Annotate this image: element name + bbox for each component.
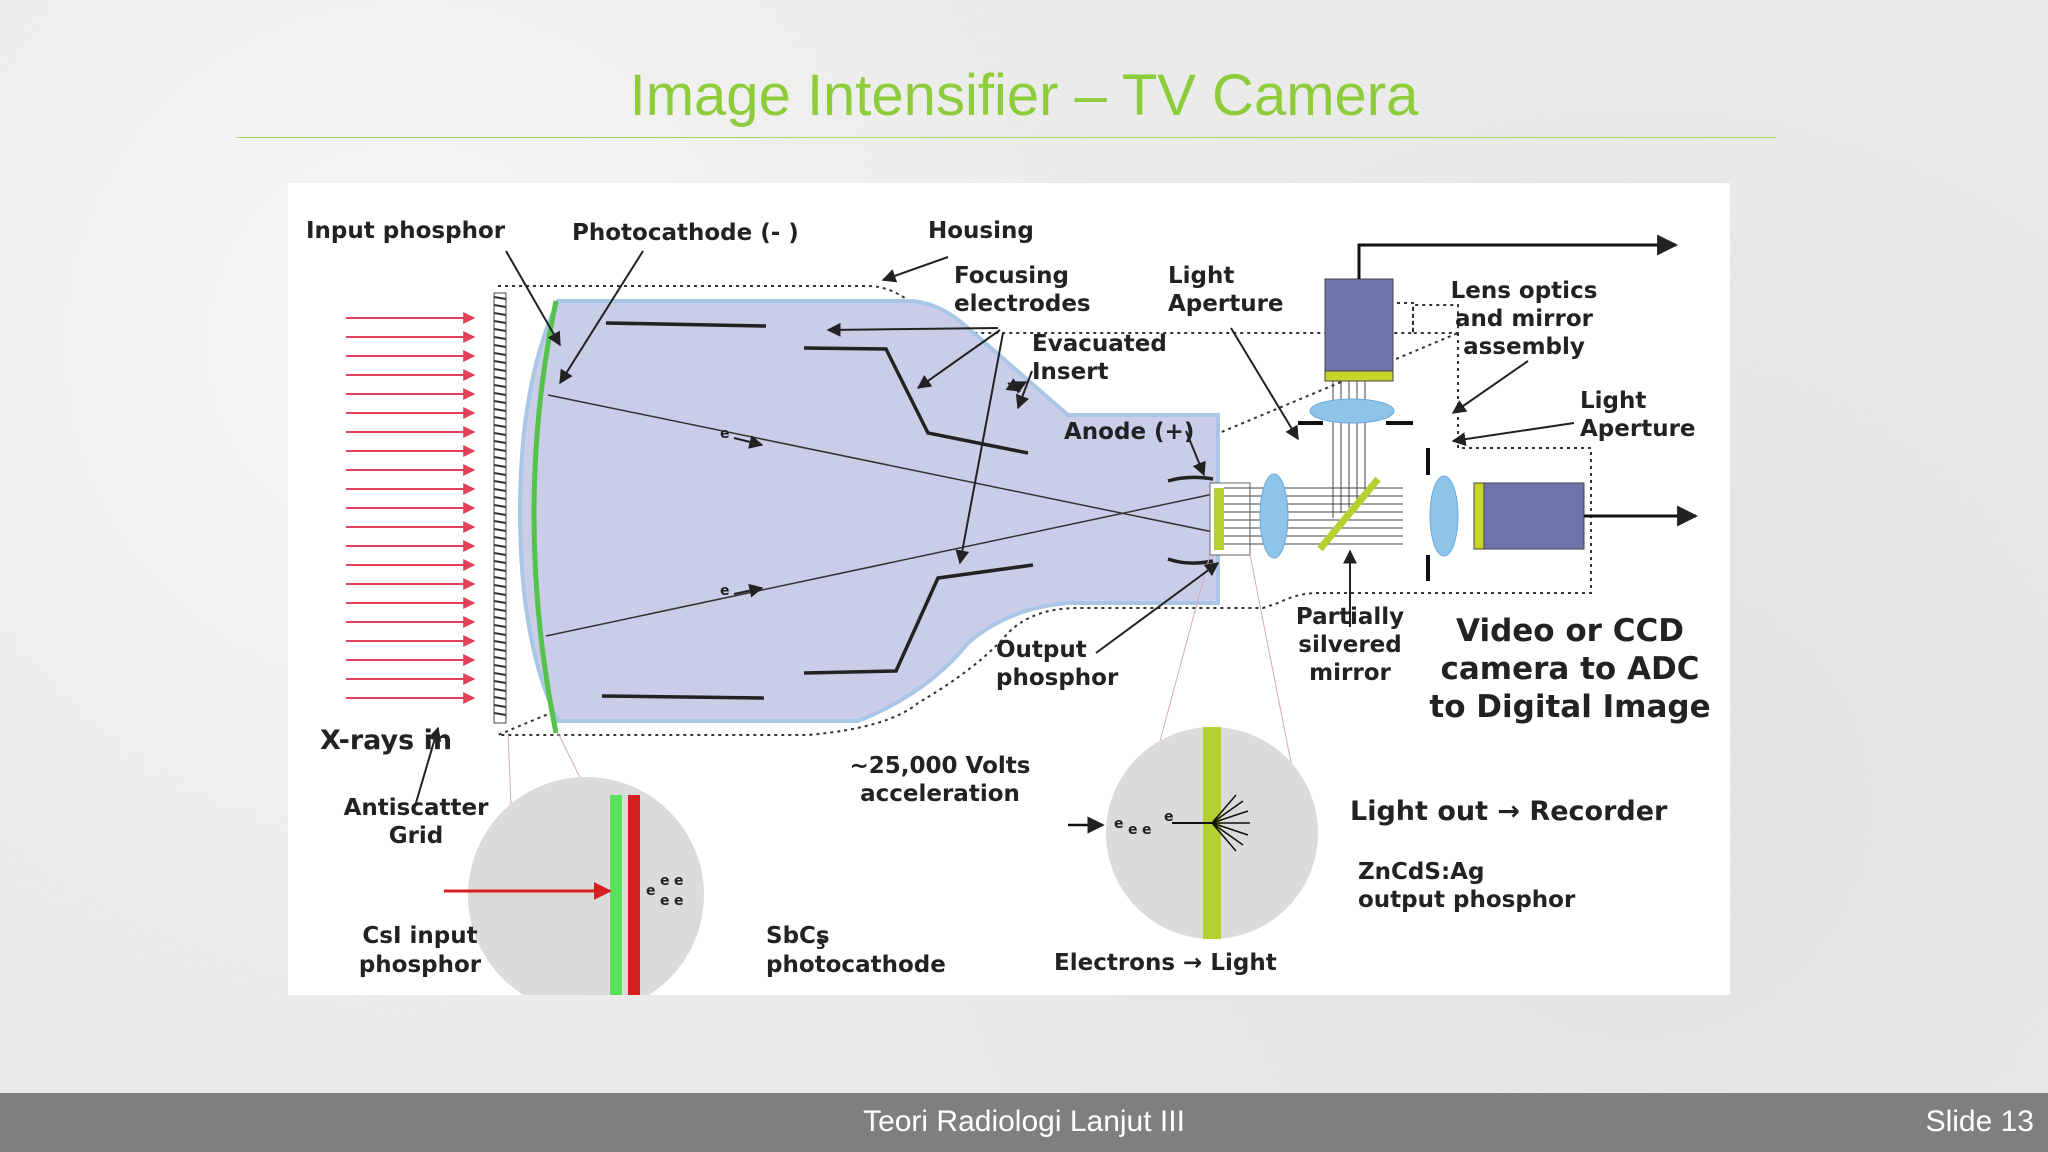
electron-label-2: e	[720, 583, 730, 599]
antiscatter-grid	[493, 292, 507, 724]
label-csi-2: phosphor	[359, 952, 482, 978]
label-anode: Anode (+)	[1064, 419, 1194, 445]
electron-mag-8: e	[1142, 822, 1152, 838]
electron-mag-6: e	[1114, 816, 1124, 832]
label-focusing-2: electrodes	[954, 291, 1091, 317]
label-sbcs-2: photocathode	[766, 952, 946, 978]
label-light-aperture-2a: Light	[1580, 388, 1646, 414]
electron-label-1: e	[720, 426, 730, 442]
label-evacuated-2: Insert	[1032, 359, 1109, 385]
label-light-aperture-1b: Aperture	[1168, 291, 1284, 317]
label-video-1: Video or CCD	[1456, 613, 1684, 649]
label-volts-1: ~25,000 Volts	[850, 753, 1031, 779]
label-evacuated-1: Evacuated	[1032, 331, 1167, 357]
electron-mag-9: e	[1164, 809, 1174, 825]
anode	[1167, 475, 1214, 565]
tv-camera-right	[1473, 482, 1585, 550]
camera-lens-top	[1309, 398, 1395, 424]
light-aperture-stops	[1298, 421, 1430, 581]
label-antiscatter-1: Antiscatter	[344, 795, 489, 821]
light-beams	[1224, 348, 1403, 545]
focusing-electrodes	[601, 321, 1034, 700]
label-video-3: to Digital Image	[1429, 689, 1710, 725]
label-light-out: Light out → Recorder	[1350, 796, 1668, 827]
label-xrays-in: X-rays in	[320, 725, 452, 756]
electron-mag-4: e	[674, 873, 684, 889]
label-zncds-2: output phosphor	[1358, 887, 1576, 913]
label-partially-3: mirror	[1309, 660, 1391, 686]
label-light-aperture-1a: Light	[1168, 263, 1234, 289]
label-zncds-1: ZnCdS:Ag	[1358, 859, 1484, 885]
label-lens-optics-2: and mirror	[1455, 306, 1594, 332]
input-magnifier: e e e e e	[444, 732, 704, 995]
label-sbcs-sub: 3	[816, 937, 826, 953]
label-housing: Housing	[928, 218, 1034, 244]
label-input-phosphor: Input phosphor	[306, 218, 506, 244]
slide-title: Image Intensifier – TV Camera	[629, 63, 1419, 128]
label-sbcs-1: SbCs	[766, 923, 830, 949]
electron-mag-5: e	[674, 893, 684, 909]
slide-number: Slide 13	[1925, 1105, 2034, 1138]
label-csi-1: CsI input	[362, 923, 477, 949]
label-antiscatter-2: Grid	[389, 823, 444, 849]
camera-lens-right	[1429, 475, 1459, 557]
electron-mag-7: e	[1128, 822, 1138, 838]
title-underline	[236, 137, 1776, 138]
electron-mag-2: e	[660, 873, 670, 889]
image-intensifier-diagram: e e	[288, 183, 1730, 995]
label-partially-2: silvered	[1298, 632, 1401, 658]
label-light-aperture-2b: Aperture	[1580, 416, 1696, 442]
label-video-2: camera to ADC	[1440, 651, 1699, 687]
footer-bar: Teori Radiologi Lanjut III Slide 13	[0, 1093, 2048, 1152]
output-magnifier: e e e e	[1068, 554, 1318, 939]
electron-mag-3: e	[660, 893, 670, 909]
label-volts-2: acceleration	[860, 781, 1020, 807]
output-phosphor	[1214, 488, 1224, 550]
label-lens-optics-1: Lens optics	[1451, 278, 1598, 304]
footer-text: Teori Radiologi Lanjut III	[863, 1105, 1185, 1138]
tv-camera-top	[1324, 278, 1394, 382]
xray-arrows	[346, 312, 476, 704]
electron-mag-1: e	[646, 883, 656, 899]
label-partially-1: Partially	[1296, 604, 1404, 630]
label-focusing-1: Focusing	[954, 263, 1069, 289]
label-output-2: phosphor	[996, 665, 1119, 691]
label-photocathode: Photocathode (- )	[572, 220, 799, 246]
partially-silvered-mirror	[1317, 476, 1381, 552]
label-output-1: Output	[996, 637, 1087, 663]
electron-paths	[545, 394, 1219, 637]
label-electrons-light: Electrons → Light	[1054, 950, 1277, 976]
input-phosphor	[531, 300, 559, 734]
label-lens-optics-3: assembly	[1463, 334, 1585, 360]
objective-lens	[1259, 473, 1289, 559]
